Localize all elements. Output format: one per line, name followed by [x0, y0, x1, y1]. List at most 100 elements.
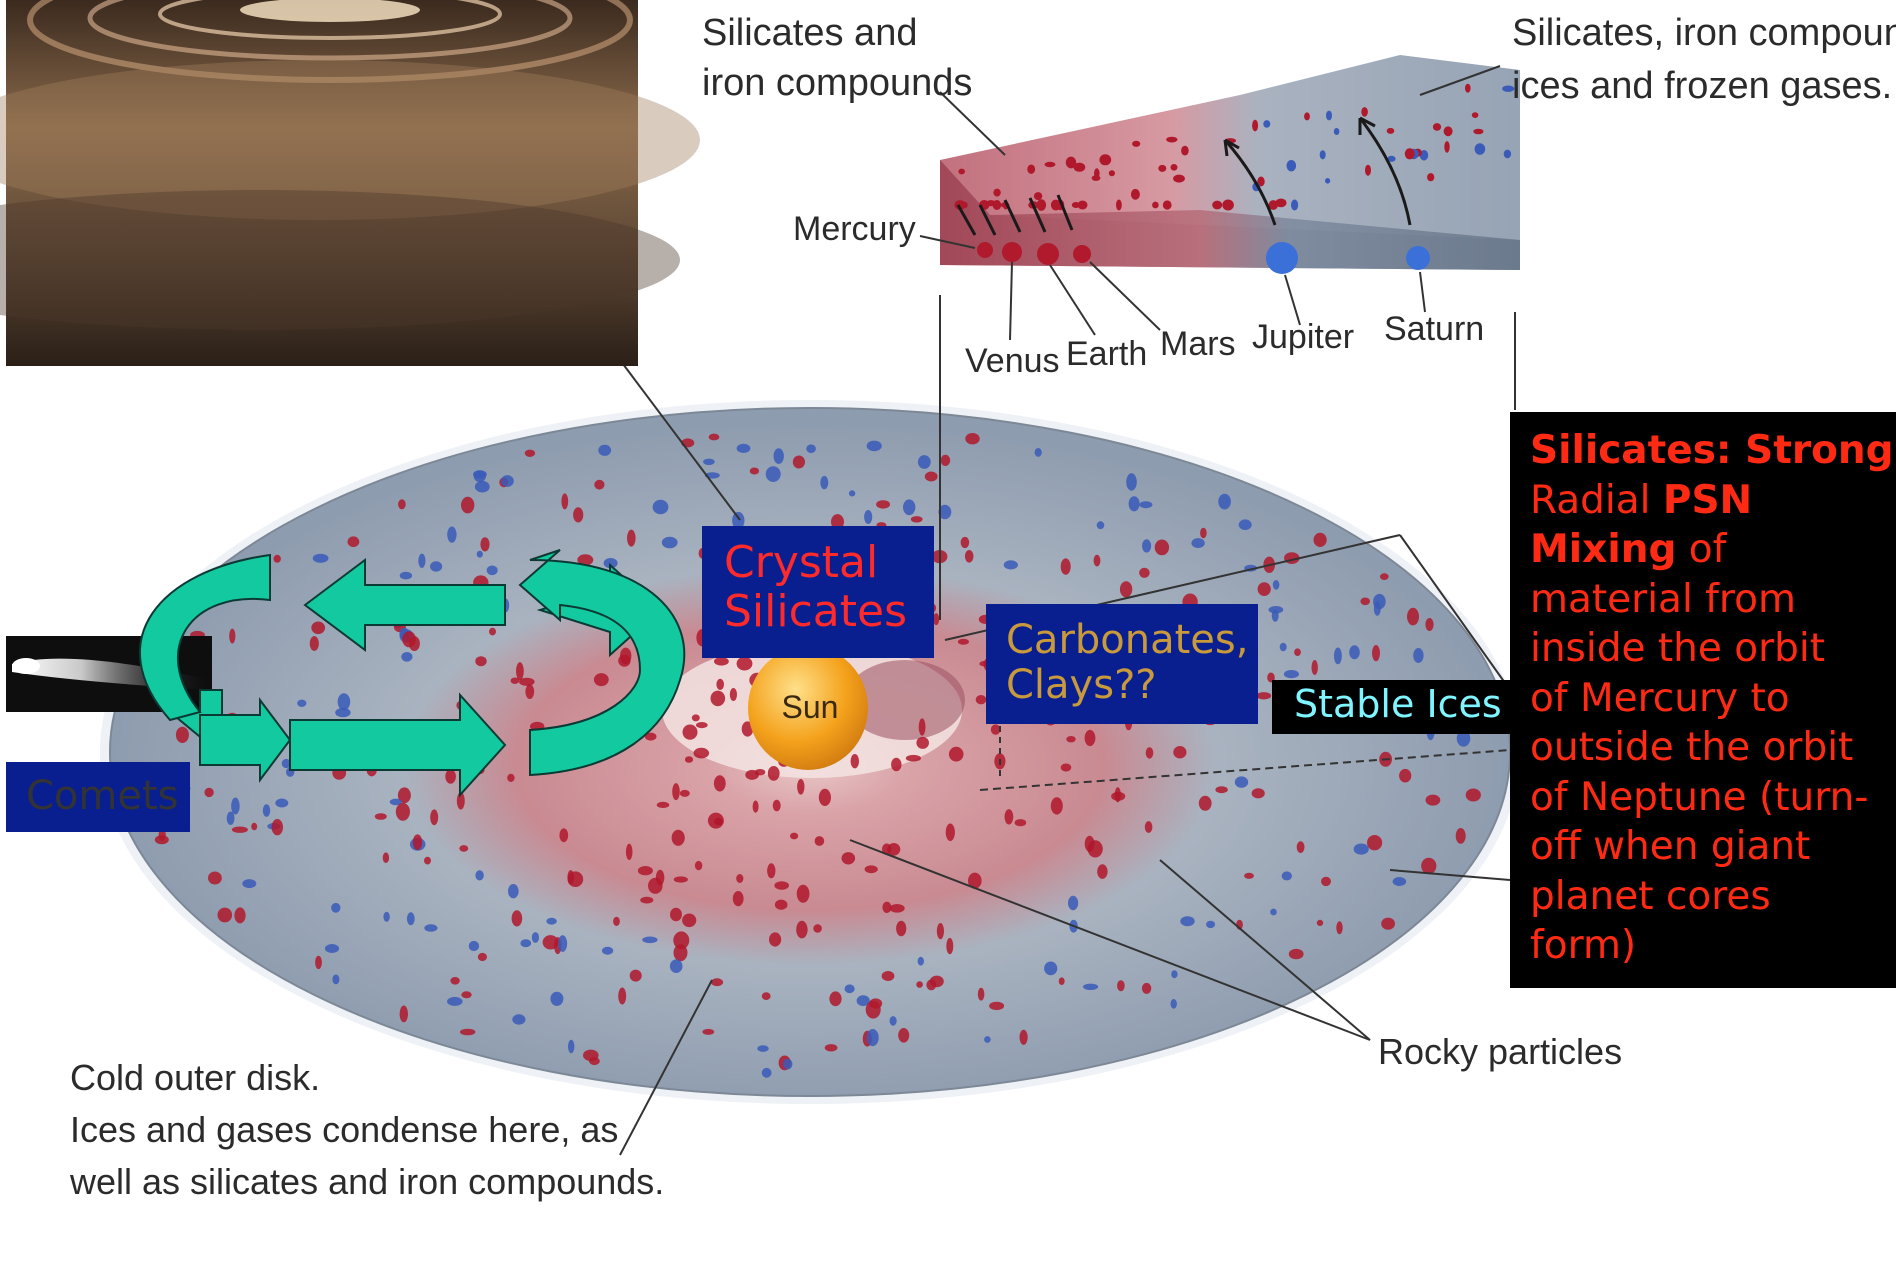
dust-particle — [315, 956, 322, 969]
wedge-particle — [1444, 141, 1449, 153]
dust-particle — [325, 944, 339, 953]
dust-particle — [511, 678, 520, 684]
wedge-particle — [1132, 141, 1140, 147]
dust-particle — [400, 1006, 408, 1023]
dust-particle — [1171, 999, 1177, 1009]
dust-particle — [445, 769, 456, 783]
dust-particle — [1059, 977, 1065, 985]
wedge-particle — [1109, 170, 1115, 176]
dust-particle — [401, 652, 412, 662]
wedge-particle — [1171, 164, 1178, 171]
wedge-particle — [1320, 150, 1326, 159]
mix-line-11: form) — [1530, 921, 1896, 971]
mixing-explanation: Silicates: Strong Radial PSN Mixing of m… — [1510, 412, 1896, 988]
dust-particle — [558, 935, 567, 952]
dust-particle — [1005, 809, 1014, 824]
wedge-particle — [1326, 111, 1332, 121]
dust-particle — [774, 881, 789, 890]
wedge-particle — [1475, 143, 1486, 155]
dust-particle — [958, 639, 969, 645]
dust-particle — [976, 695, 987, 704]
dust-particle — [1218, 494, 1231, 510]
dust-particle — [396, 803, 410, 821]
dust-particle — [447, 997, 463, 1006]
dust-particle — [694, 748, 710, 759]
dust-particle — [218, 908, 233, 923]
dust-particle — [1142, 983, 1151, 994]
dust-particle — [525, 684, 534, 699]
dust-particle — [1199, 796, 1212, 811]
disk-photo-inset — [0, 0, 700, 366]
wedge-particle — [1116, 200, 1122, 211]
dust-particle — [926, 980, 936, 991]
dust-particle — [711, 978, 723, 986]
dust-particle — [1314, 533, 1327, 547]
dust-particle — [630, 970, 642, 982]
wedge-particle — [1045, 162, 1056, 167]
wedge-particle — [1163, 200, 1172, 209]
dust-particle — [573, 507, 583, 522]
dust-particle — [602, 947, 613, 955]
sun-label: Sun — [782, 689, 839, 725]
mix-line-4: material from — [1530, 575, 1896, 625]
mercury-dot — [977, 242, 993, 258]
wedge-particle — [1291, 200, 1298, 211]
dust-particle — [737, 657, 753, 671]
dust-particle — [842, 852, 856, 864]
crystal-line-1: Crystal — [724, 538, 934, 587]
earth-dot — [1037, 243, 1059, 265]
dust-particle — [876, 500, 890, 508]
wedge-particle — [1099, 154, 1111, 165]
dust-particle — [402, 631, 416, 647]
dust-particle — [797, 885, 810, 903]
dust-particle — [1239, 519, 1252, 530]
jupiter-dot — [1266, 242, 1298, 274]
dust-particle — [1336, 921, 1342, 934]
dust-particle — [753, 801, 759, 813]
dust-particle — [1372, 645, 1380, 661]
dust-particle — [418, 554, 425, 568]
dust-particle — [1334, 648, 1342, 665]
dust-particle — [313, 554, 329, 563]
label-outer-2: ices and frozen gases. — [1512, 65, 1892, 107]
dust-particle — [819, 789, 831, 806]
dust-particle — [1066, 736, 1075, 742]
wedge-particle — [1158, 165, 1166, 172]
dust-particle — [890, 1016, 897, 1026]
dust-particle — [1215, 786, 1227, 793]
dust-particle — [475, 870, 483, 880]
dust-particle — [638, 866, 653, 875]
dust-particle — [1284, 670, 1299, 678]
dust-particle — [867, 441, 882, 452]
dust-particle — [1367, 835, 1382, 850]
dust-particle — [745, 770, 759, 780]
dust-particle — [507, 774, 514, 782]
dust-particle — [1244, 873, 1254, 879]
dust-particle — [790, 833, 798, 840]
dust-particle — [941, 455, 951, 466]
dust-particle — [916, 981, 923, 988]
dust-particle — [1142, 539, 1151, 552]
dust-particle — [1269, 606, 1284, 613]
wedge-particle — [1252, 120, 1258, 132]
wedge-particle — [1387, 128, 1395, 134]
dust-particle — [242, 879, 256, 888]
mix-line-8: of Neptune (turn- — [1530, 773, 1896, 823]
mix-line-7: outside the orbit — [1530, 723, 1896, 773]
dust-particle — [937, 923, 944, 939]
dust-particle — [775, 900, 788, 910]
dust-particle — [1004, 560, 1018, 569]
dust-particle — [648, 878, 663, 894]
dust-particle — [906, 755, 921, 762]
label-cold-3: well as silicates and iron compounds. — [69, 1161, 664, 1202]
dust-particle — [767, 863, 775, 878]
dust-particle — [925, 472, 938, 482]
dust-particle — [709, 434, 720, 441]
dust-particle — [568, 1040, 574, 1054]
wedge-particle — [1074, 163, 1086, 172]
wedge-particle — [1078, 201, 1088, 210]
dust-particle — [683, 725, 698, 740]
dust-particle — [508, 884, 519, 898]
dust-particle — [1466, 789, 1481, 802]
dust-particle — [155, 835, 169, 844]
